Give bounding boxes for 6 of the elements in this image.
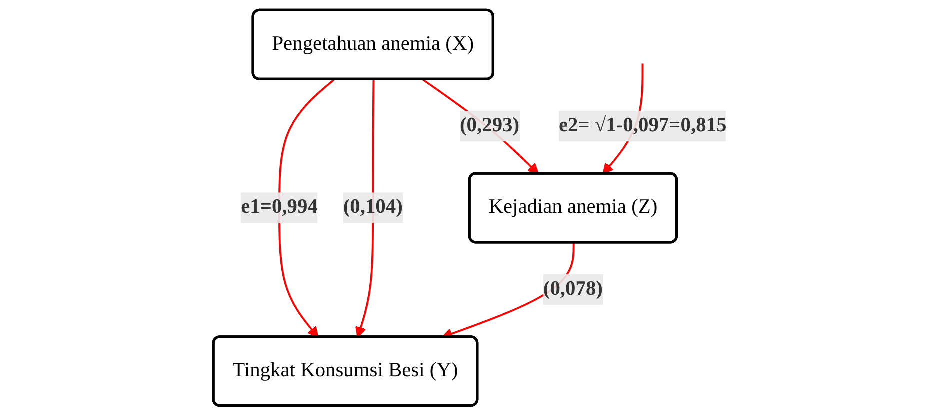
arrow bbox=[422, 78, 540, 175]
edge-label: (0,293) bbox=[460, 114, 520, 137]
edge-label: (0,078) bbox=[543, 278, 603, 300]
edge-label: (0,104) bbox=[343, 196, 403, 218]
edge-label: e1=0,994 bbox=[241, 196, 318, 218]
edge-label: e2= √1-0,097=0,815 bbox=[558, 114, 727, 137]
